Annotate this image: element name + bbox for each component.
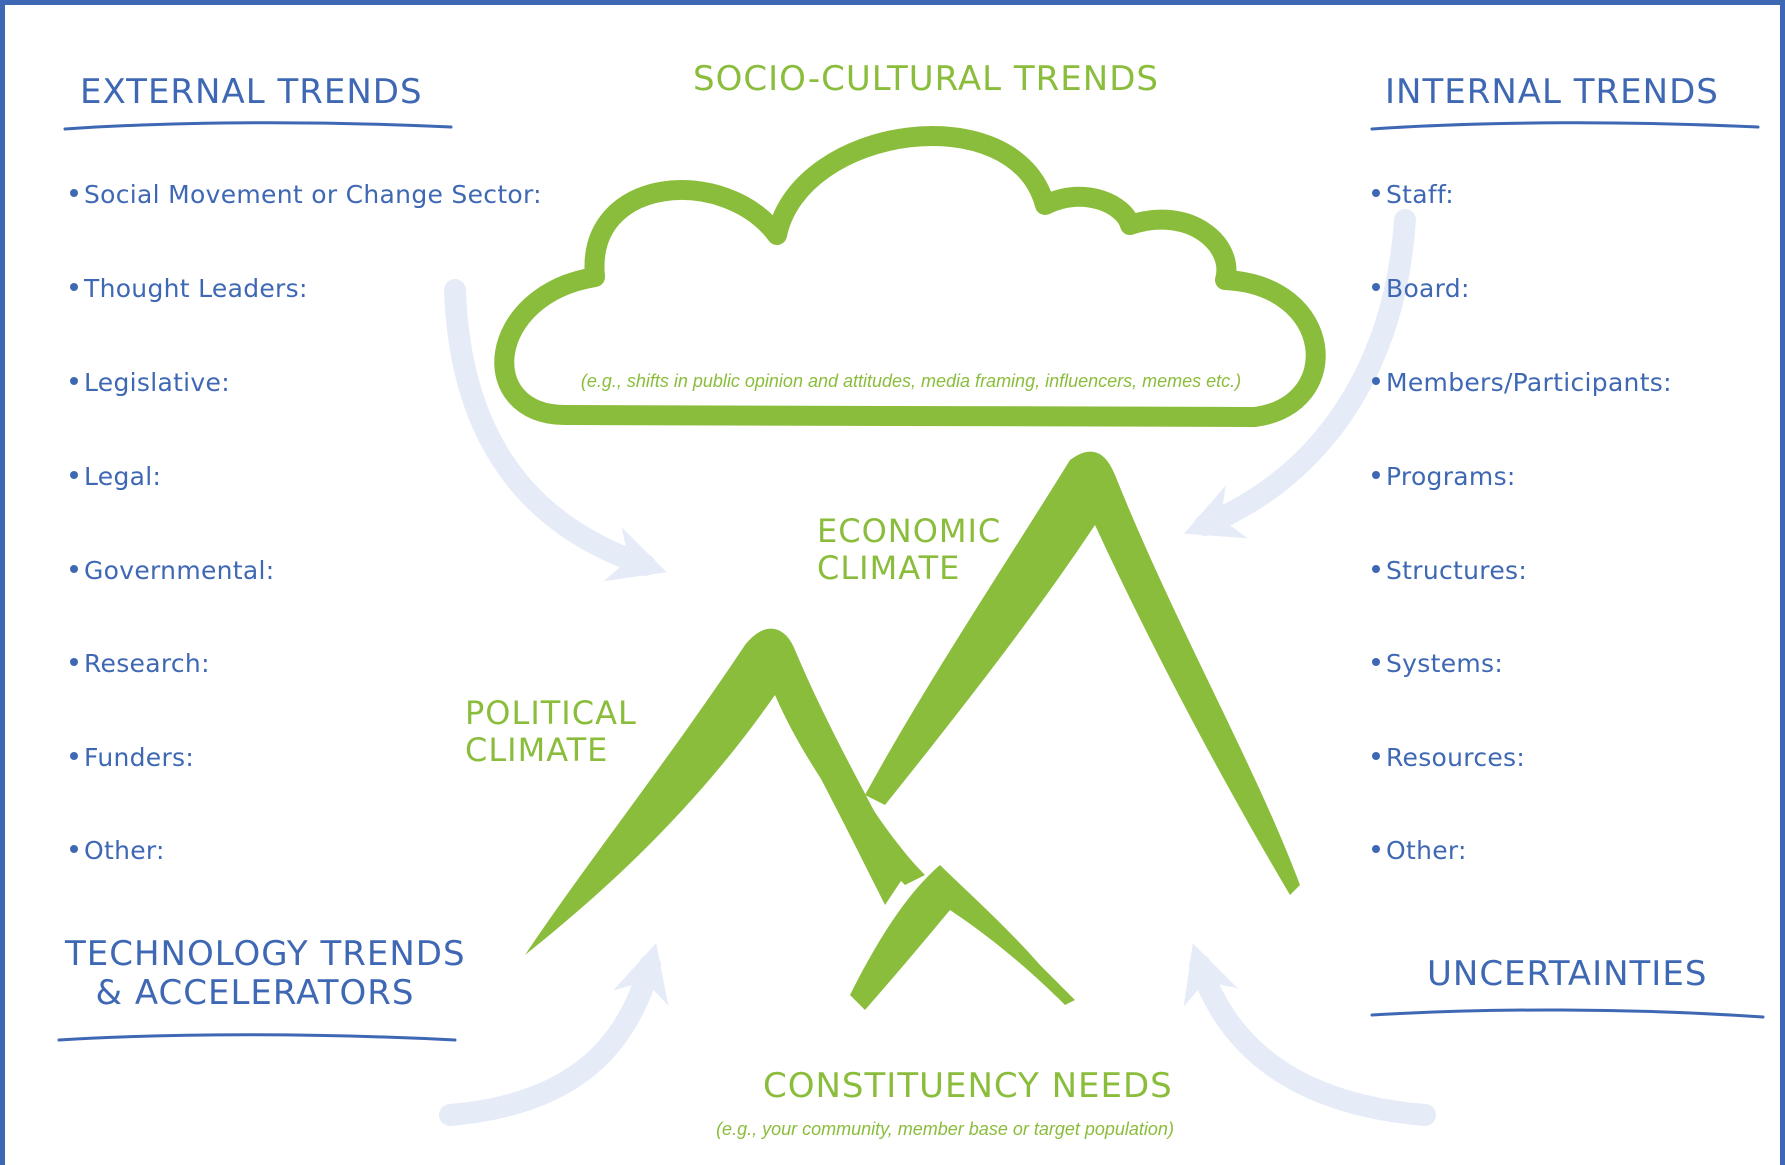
internal-item: Programs: xyxy=(1372,462,1516,491)
economic-climate-heading: ECONOMIC CLIMATE xyxy=(817,513,1001,587)
internal-trends-heading: INTERNAL TRENDS xyxy=(1385,72,1719,112)
constituency-heading: CONSTITUENCY NEEDS xyxy=(763,1066,1173,1106)
mountain-link xyxy=(775,685,925,885)
bullet-icon xyxy=(70,658,78,666)
arrow-external-to-center xyxy=(444,279,667,582)
external-item: Funders: xyxy=(70,743,194,772)
economic-line-1: ECONOMIC xyxy=(817,512,1002,550)
flow-arrows xyxy=(439,209,1436,1126)
bullet-icon xyxy=(1372,471,1380,479)
bullet-icon xyxy=(1372,189,1380,197)
internal-item: Systems: xyxy=(1372,649,1503,678)
bullet-icon xyxy=(70,283,78,291)
political-line-2: CLIMATE xyxy=(465,730,609,769)
internal-item-label: Structures: xyxy=(1386,556,1528,585)
external-trends-underline xyxy=(63,121,453,131)
uncertainties-heading: UNCERTAINTIES xyxy=(1427,954,1708,994)
external-item-label: Legislative: xyxy=(84,368,230,397)
internal-item-label: Systems: xyxy=(1386,649,1504,678)
internal-item-label: Other: xyxy=(1386,836,1467,865)
arrow-internal-to-center xyxy=(1183,209,1416,539)
cloud-shape xyxy=(494,126,1326,427)
external-item-label: Other: xyxy=(84,836,165,865)
external-item: Social Movement or Change Sector: xyxy=(70,180,542,209)
external-item-label: Funders: xyxy=(84,743,195,772)
external-item: Research: xyxy=(70,649,210,678)
uncertainties-underline xyxy=(1370,1008,1765,1019)
arrow-uncertainties-to-center xyxy=(1183,943,1436,1126)
bullet-icon xyxy=(1372,658,1380,666)
internal-item-label: Board: xyxy=(1386,274,1470,303)
external-item-label: Governmental: xyxy=(84,556,275,585)
bullet-icon xyxy=(70,189,78,197)
arrow-technology-to-center xyxy=(439,942,669,1126)
bullet-icon xyxy=(70,845,78,853)
diagram-art xyxy=(439,126,1436,1126)
center-mountain xyxy=(850,865,1075,1010)
bullet-icon xyxy=(70,471,78,479)
bullet-icon xyxy=(70,565,78,573)
socio-cultural-note: (e.g., shifts in public opinion and atti… xyxy=(580,371,1242,391)
internal-item: Other: xyxy=(1372,836,1467,865)
internal-item-label: Staff: xyxy=(1386,180,1454,209)
bullet-icon xyxy=(70,752,78,760)
external-item-label: Social Movement or Change Sector: xyxy=(84,180,542,209)
internal-item-label: Resources: xyxy=(1386,743,1526,772)
internal-item-label: Members/Participants: xyxy=(1386,368,1672,397)
economic-mountain xyxy=(865,451,1300,895)
bullet-icon xyxy=(1372,565,1380,573)
technology-line-2: & ACCELERATORS xyxy=(95,973,415,1014)
external-item-label: Legal: xyxy=(84,462,162,491)
mountains xyxy=(525,451,1300,1010)
technology-heading: TECHNOLOGY TRENDS & ACCELERATORS xyxy=(65,934,466,1014)
internal-item-label: Programs: xyxy=(1386,462,1516,491)
economic-line-2: CLIMATE xyxy=(817,548,961,587)
external-item: Thought Leaders: xyxy=(70,274,308,303)
internal-item: Structures: xyxy=(1372,556,1527,585)
internal-item: Resources: xyxy=(1372,743,1525,772)
constituency-note: (e.g., your community, member base or ta… xyxy=(716,1119,1174,1139)
external-item: Legal: xyxy=(70,462,161,491)
internal-item: Staff: xyxy=(1372,180,1454,209)
political-line-1: POLITICAL xyxy=(465,694,637,732)
bullet-icon xyxy=(1372,752,1380,760)
external-trends-heading: EXTERNAL TRENDS xyxy=(80,72,423,112)
internal-trends-underline xyxy=(1370,121,1760,131)
internal-item: Board: xyxy=(1372,274,1470,303)
technology-line-1: TECHNOLOGY TRENDS xyxy=(65,934,466,974)
bullet-icon xyxy=(70,377,78,385)
external-item: Governmental: xyxy=(70,556,275,585)
bullet-icon xyxy=(1372,377,1380,385)
bullet-icon xyxy=(1372,283,1380,291)
external-item-label: Thought Leaders: xyxy=(84,274,308,303)
internal-item: Members/Participants: xyxy=(1372,368,1672,397)
external-item-label: Research: xyxy=(84,649,210,678)
external-item: Legislative: xyxy=(70,368,230,397)
political-climate-heading: POLITICAL CLIMATE xyxy=(465,695,637,769)
socio-cultural-heading: SOCIO-CULTURAL TRENDS xyxy=(693,59,1159,99)
bullet-icon xyxy=(1372,845,1380,853)
external-item: Other: xyxy=(70,836,165,865)
technology-underline xyxy=(57,1033,457,1042)
